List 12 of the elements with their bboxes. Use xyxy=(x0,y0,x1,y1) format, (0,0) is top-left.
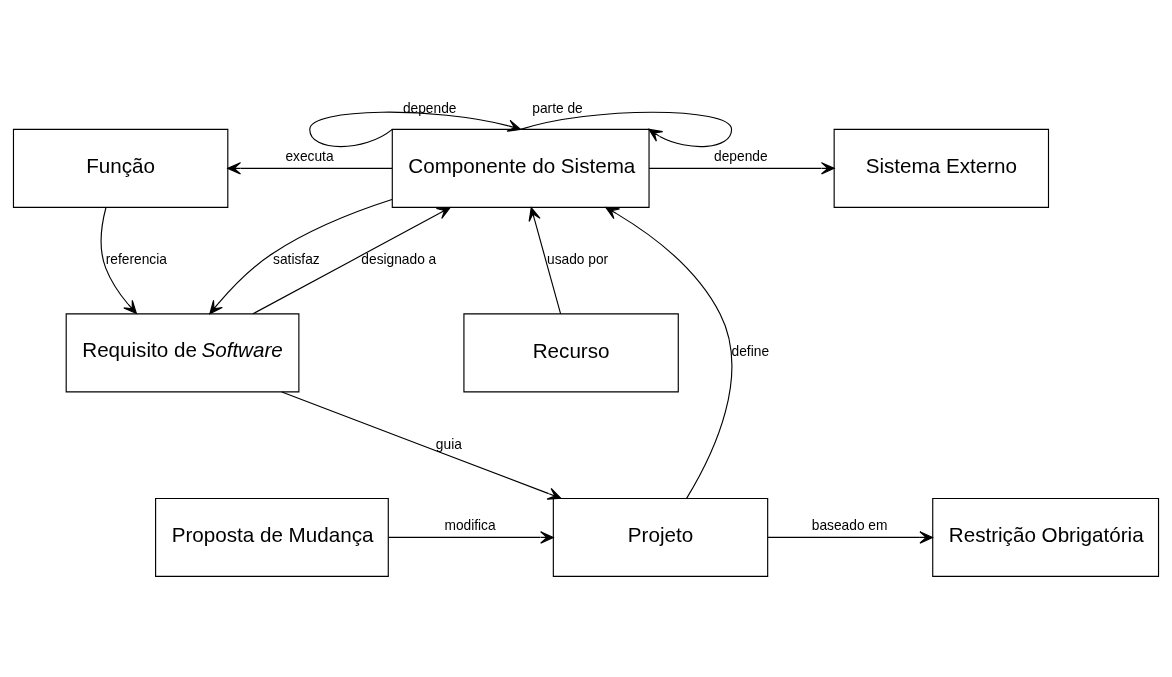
edge-label: usado por xyxy=(547,251,609,267)
edge-label: depende xyxy=(714,148,768,164)
edge-label: define xyxy=(731,343,770,359)
edge-label: executa xyxy=(285,148,334,164)
edge-label: satisfaz xyxy=(273,251,320,267)
edge-label: baseado em xyxy=(811,517,888,533)
edge-label: designado a xyxy=(361,251,437,267)
edge-label: guia xyxy=(435,436,462,452)
edge-label: parte de xyxy=(532,100,583,116)
edge-label: depende xyxy=(402,100,457,116)
edge-label: referencia xyxy=(105,251,167,267)
edge-label: modifica xyxy=(444,517,496,533)
